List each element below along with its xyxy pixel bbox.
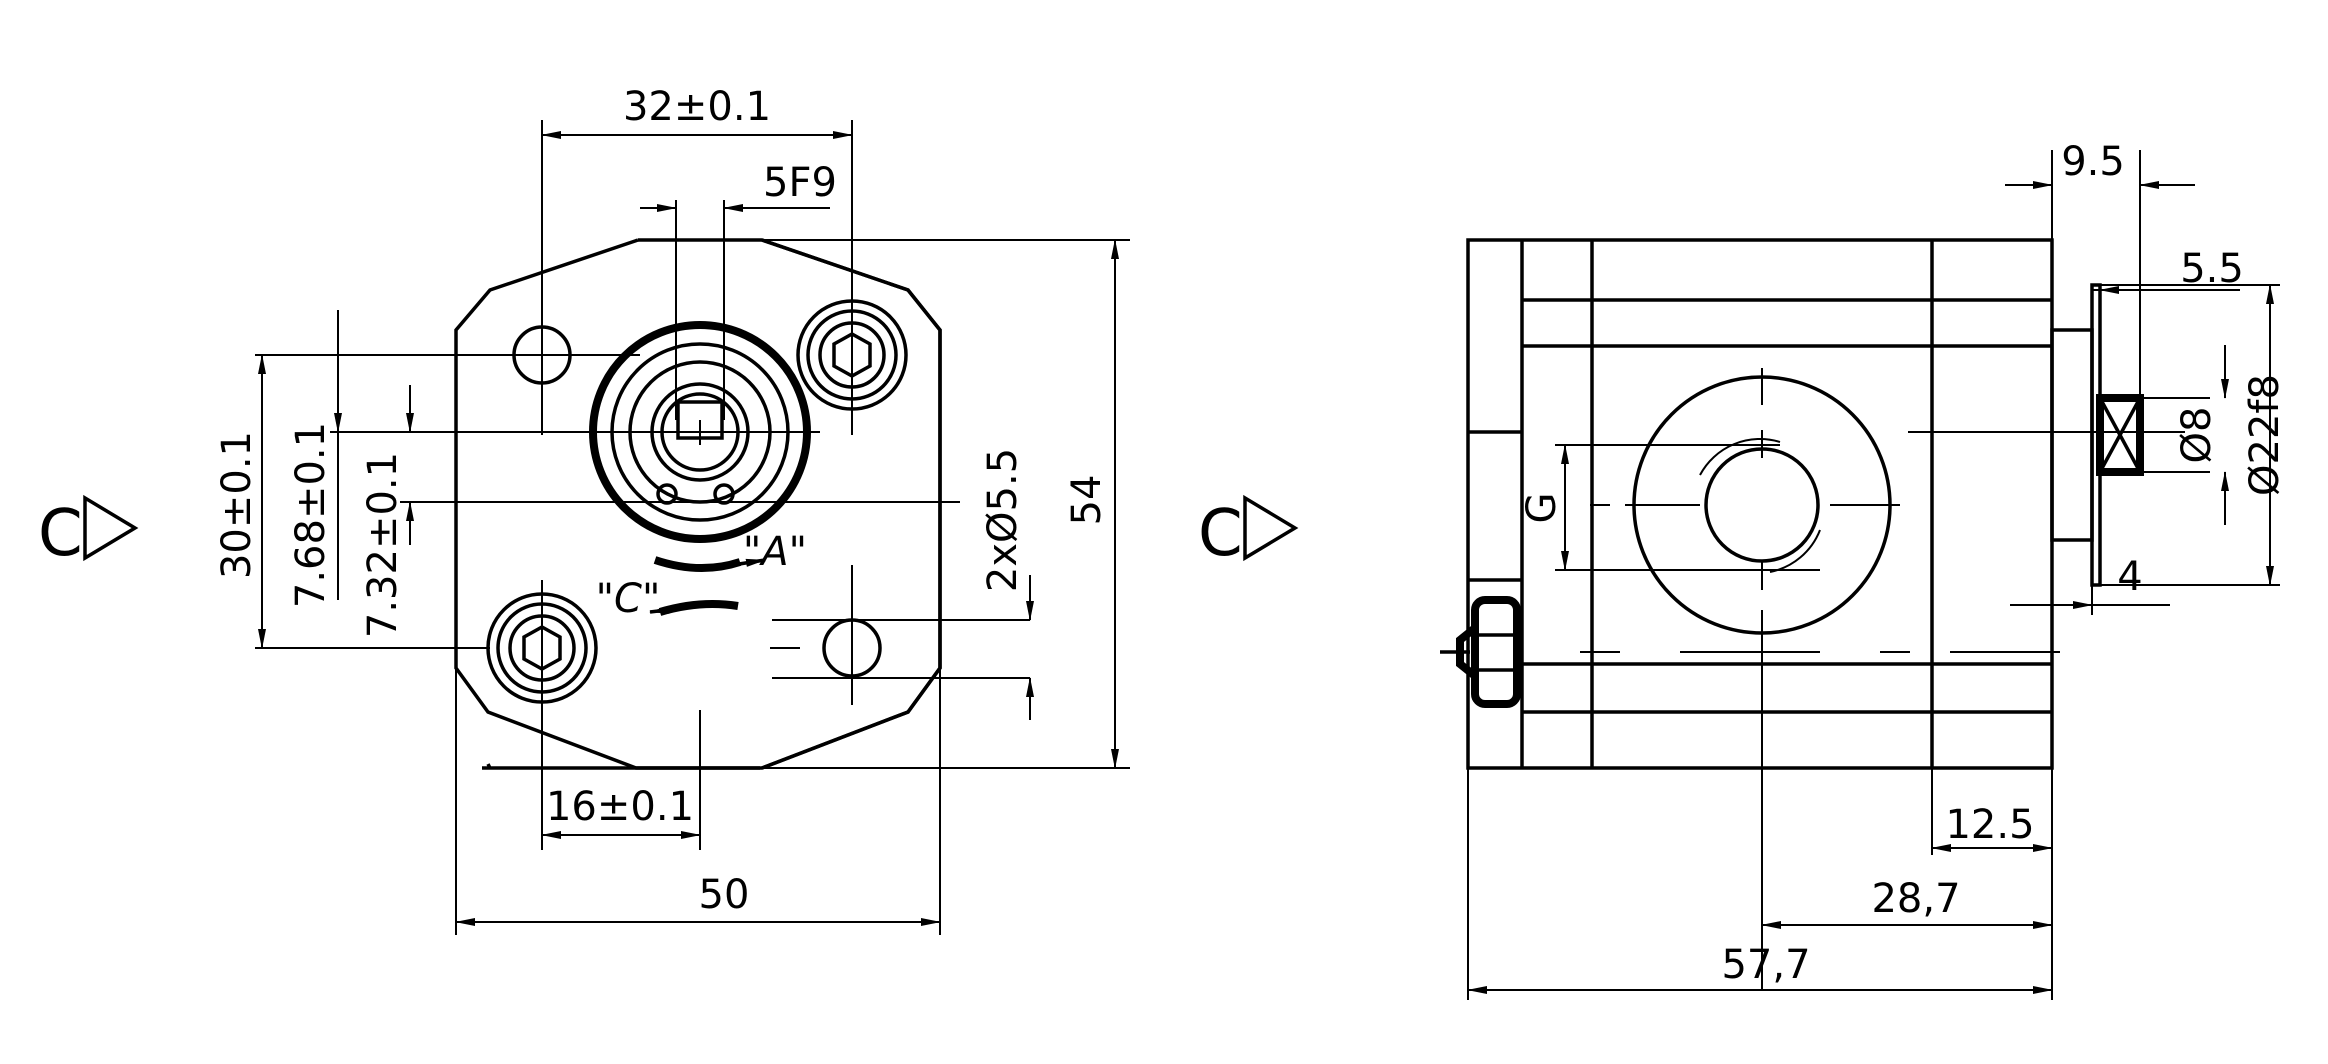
dim-28-7: 28,7 [1871, 876, 1960, 922]
dim-12-5: 12.5 [1945, 802, 2034, 848]
drain-plug [1440, 596, 1521, 708]
dim-8: Ø8 [2174, 407, 2220, 464]
view-marker-arrow-side [1243, 494, 1299, 562]
dim-7-32: 7.32±0.1 [360, 452, 406, 638]
dim-g: G [1519, 493, 1565, 524]
dim-4: 4 [2117, 554, 2142, 600]
flange-outline [482, 238, 942, 770]
dim-9-5: 9.5 [2061, 139, 2125, 185]
shaft-collar [2050, 328, 2094, 542]
view-marker-front: C [38, 497, 83, 571]
dim-50: 50 [699, 872, 750, 918]
dim-30: 30±0.1 [214, 431, 260, 579]
dim-5-5: 5.5 [2180, 246, 2244, 292]
view-marker-side: C [1198, 497, 1243, 571]
dim-5f9: 5F9 [763, 160, 837, 206]
dim-22f8: Ø22f8 [2242, 374, 2288, 496]
front-view: 32±0.1 5F9 30±0.1 7.68±0.1 7.32±0.1 2xØ5… [38, 84, 1130, 935]
dim-16: 16±0.1 [546, 784, 694, 830]
dim-57-7: 57,7 [1721, 942, 1810, 988]
rotation-label-a: "A" [743, 529, 807, 575]
rotation-label-c: "C" [596, 576, 661, 622]
port-inner [1704, 447, 1820, 563]
dim-54: 54 [1064, 475, 1110, 526]
side-view: 9.5 5.5 Ø8 Ø22f8 4 G 12.5 28,7 57,7 C [1198, 139, 2288, 1000]
dim-32: 32±0.1 [623, 84, 771, 130]
dim-holes: 2xØ5.5 [980, 448, 1026, 592]
view-marker-arrow-front [83, 494, 139, 562]
dim-7-68: 7.68±0.1 [288, 422, 334, 608]
